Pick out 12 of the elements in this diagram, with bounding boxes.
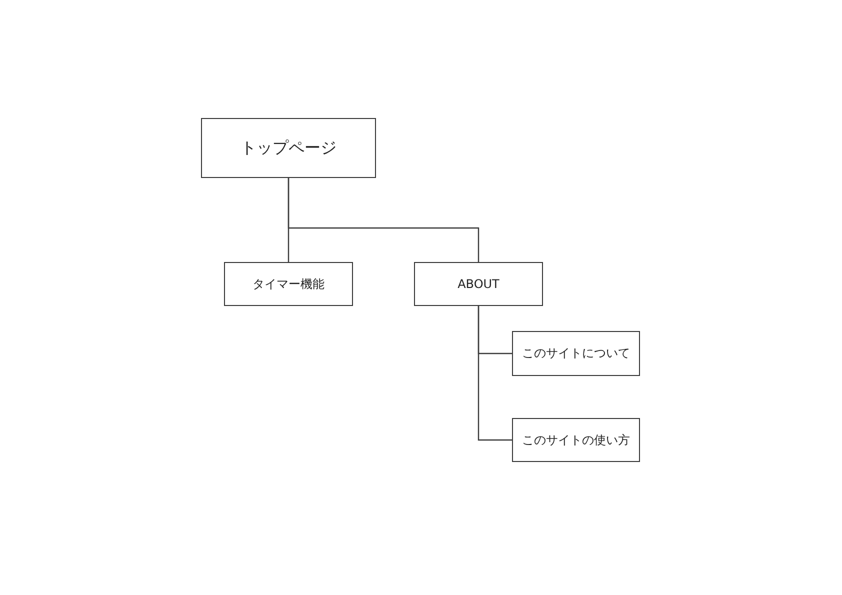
page-label: トップページ <box>240 138 336 158</box>
page-box <box>414 262 543 306</box>
page-label: ABOUT <box>458 276 500 292</box>
page-box <box>512 331 640 376</box>
page-label: このサイトについて <box>522 346 630 361</box>
page-label: このサイトの使い方 <box>522 432 630 448</box>
page-box <box>224 262 353 306</box>
connector-line <box>478 306 512 441</box>
connector-line <box>288 178 480 262</box>
page-label: タイマー機能 <box>252 276 324 292</box>
page-box <box>201 118 376 178</box>
page-box <box>512 418 640 462</box>
